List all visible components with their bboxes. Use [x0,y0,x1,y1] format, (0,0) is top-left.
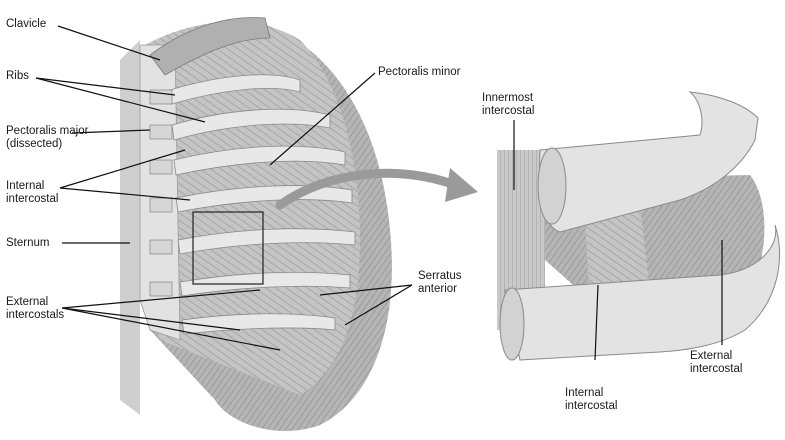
body-wall-edge [120,40,140,415]
label-line: intercostal [565,400,618,412]
label-pectoralis-major: Pectoralis major (dissected) [6,125,88,151]
label-line: External [690,350,733,362]
rib [171,108,331,141]
rib [177,228,356,255]
label-internal-intercostal-right: Internal intercostal [565,387,617,413]
innermost-intercostal-muscle [497,150,545,330]
rib [181,313,336,335]
label-line: External [6,296,49,308]
label-line: Internal [6,180,45,192]
label-line: intercostal [6,193,59,205]
label-innermost-intercostal: Innermost intercostal [482,92,534,118]
intercostal-detail-illustration [497,91,780,361]
zoom-arrow [275,168,460,210]
label-line: anterior [418,283,457,295]
label-external-intercostals: External intercostals [6,296,64,322]
label-line: Pectoralis major [6,125,89,137]
leader-lines [35,25,723,361]
label-line: intercostals [6,309,65,321]
label-clavicle: Clavicle [6,18,47,30]
rib [169,74,301,105]
label-ribs: Ribs [6,70,30,82]
label-line: intercostal [690,363,743,375]
label-line: intercostal [482,105,535,117]
lower-rib [504,224,780,361]
rib [173,145,346,176]
zoom-region-box [192,211,264,285]
label-line: Innermost [482,92,534,104]
label-external-intercostal-right: External intercostal [690,350,742,376]
clavicle-shape [149,17,271,76]
label-serratus-anterior: Serratus anterior [418,270,461,296]
label-line: Internal [565,387,604,399]
label-sternum: Sternum [6,237,50,249]
label-line: Serratus [418,270,462,282]
internal-intercostal-muscle [585,205,650,300]
thorax-illustration [120,17,392,431]
label-line: (dissected) [6,138,63,150]
rib [179,271,351,297]
label-internal-intercostal-left: Internal intercostal [6,180,58,206]
label-pectoralis-minor: Pectoralis minor [378,66,461,78]
arrow-head [445,168,478,202]
